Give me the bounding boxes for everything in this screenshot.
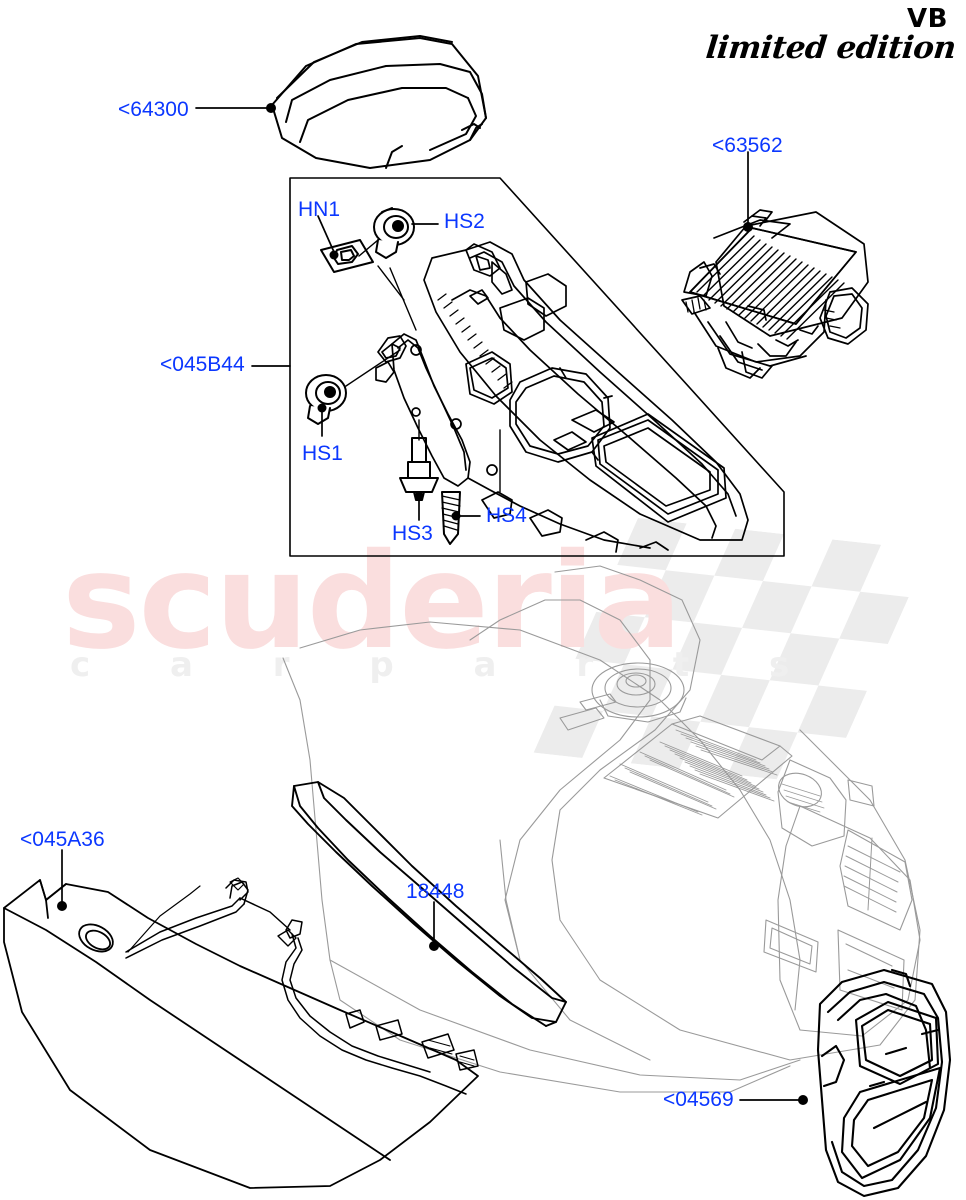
callout-label-63562[interactable]: <63562: [712, 134, 783, 157]
callout-label-hs3[interactable]: HS3: [392, 522, 433, 545]
part-console-roller-shutter-cupholder: [681, 209, 869, 379]
leader-dot-hs1: [317, 403, 327, 413]
callout-label-hs2[interactable]: HS2: [444, 210, 485, 233]
leader-dot-hs4: [451, 511, 461, 521]
callout-label-04569[interactable]: <04569: [663, 1088, 734, 1111]
callout-label-hs1[interactable]: HS1: [302, 442, 343, 465]
part-screw-hs2: [373, 207, 415, 259]
part-console-armrest-lid: [271, 35, 487, 169]
part-console-main-frame-assembly: [375, 241, 749, 553]
part-push-pin-clip-hs3: [399, 437, 439, 501]
leader-dot-18448: [429, 941, 439, 951]
part-retaining-nut-clip: [320, 239, 374, 273]
callout-label-64300[interactable]: <64300: [118, 98, 189, 121]
callout-label-045A36[interactable]: <045A36: [20, 828, 105, 851]
callout-label-hn1[interactable]: HN1: [298, 198, 341, 221]
part-console-side-trim-panel: [3, 877, 479, 1189]
leader-hn1-to-frame: [377, 265, 405, 301]
leader-lines: [57, 103, 808, 1105]
leader-dot-hs3: [414, 491, 424, 501]
callout-label-045B44[interactable]: <045B44: [160, 353, 245, 376]
brand-title: VB: [907, 4, 948, 34]
part-group-boundary-045B44: [289, 177, 785, 557]
leader-dot-hn1: [329, 250, 339, 260]
callout-label-18448[interactable]: 18448: [406, 880, 465, 903]
part-console-trim-moulding: [291, 781, 567, 1027]
leader-dot-04569: [798, 1095, 808, 1105]
leader-hs2-to-clip: [358, 239, 379, 257]
part-tapping-screw-hs4: [441, 491, 461, 545]
leader-clip-to-frame: [389, 267, 417, 331]
leader-hs1-to-frame: [345, 349, 401, 387]
callout-label-hs4[interactable]: HS4: [486, 504, 527, 527]
leader-hn1: [317, 215, 335, 253]
leader-dot-63562: [743, 222, 753, 232]
leader-dot-045A36: [57, 901, 67, 911]
part-console-rear-end-finisher: [816, 968, 952, 1198]
leader-dot-64300: [266, 103, 276, 113]
part-screw-hs1: [305, 374, 347, 425]
